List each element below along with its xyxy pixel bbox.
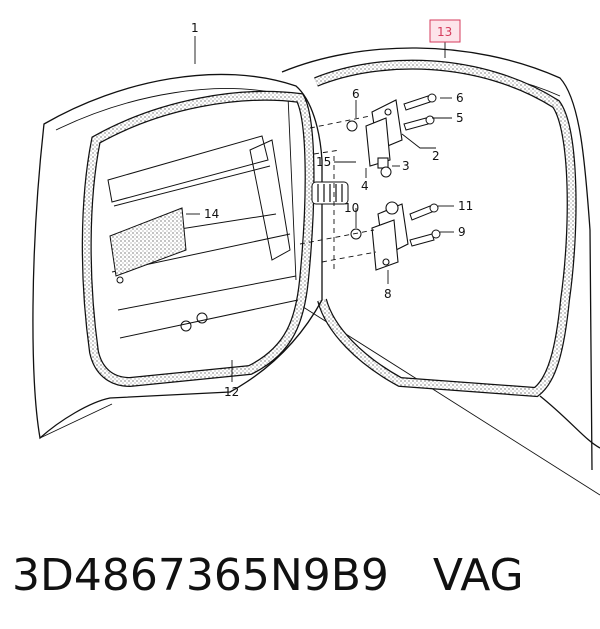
lower-hinge (371, 201, 409, 271)
door-opening-seal (314, 59, 577, 398)
callout-9: 9 (458, 225, 466, 239)
callout-4: 4 (361, 179, 369, 193)
brand-name: VAG (432, 550, 524, 601)
callout-1: 1 (191, 21, 199, 35)
door-seal (81, 90, 315, 388)
upper-hinge (365, 99, 403, 169)
callout-2: 2 (432, 149, 440, 163)
parts-diagram: 1 13 6 6 5 2 15 3 4 14 10 11 9 8 12 (32, 19, 600, 496)
highlight-box (429, 19, 461, 43)
body-panel (281, 47, 600, 496)
callout-15: 15 (316, 155, 331, 169)
door-inner-structure (107, 135, 299, 339)
assembly-lines (299, 115, 377, 272)
callout-3: 3 (402, 159, 410, 173)
leader-lines (186, 36, 454, 382)
callout-12: 12 (224, 385, 239, 399)
callout-labels: 1 13 6 6 5 2 15 3 4 14 10 11 9 8 12 (191, 21, 473, 399)
callout-10: 10 (344, 201, 359, 215)
part-number: 3D4867365N9B9 (12, 550, 389, 601)
buffer-part (311, 181, 349, 205)
bolts (346, 93, 441, 247)
callout-8: 8 (384, 287, 392, 301)
callout-13: 13 (437, 25, 452, 39)
part-caption: 3D4867365N9B9 VAG (12, 548, 524, 604)
callout-14: 14 (204, 207, 219, 221)
callout-5: 5 (456, 111, 464, 125)
callout-6-left: 6 (352, 87, 360, 101)
callout-11: 11 (458, 199, 473, 213)
callout-6-right: 6 (456, 91, 464, 105)
door-pad (109, 207, 187, 277)
